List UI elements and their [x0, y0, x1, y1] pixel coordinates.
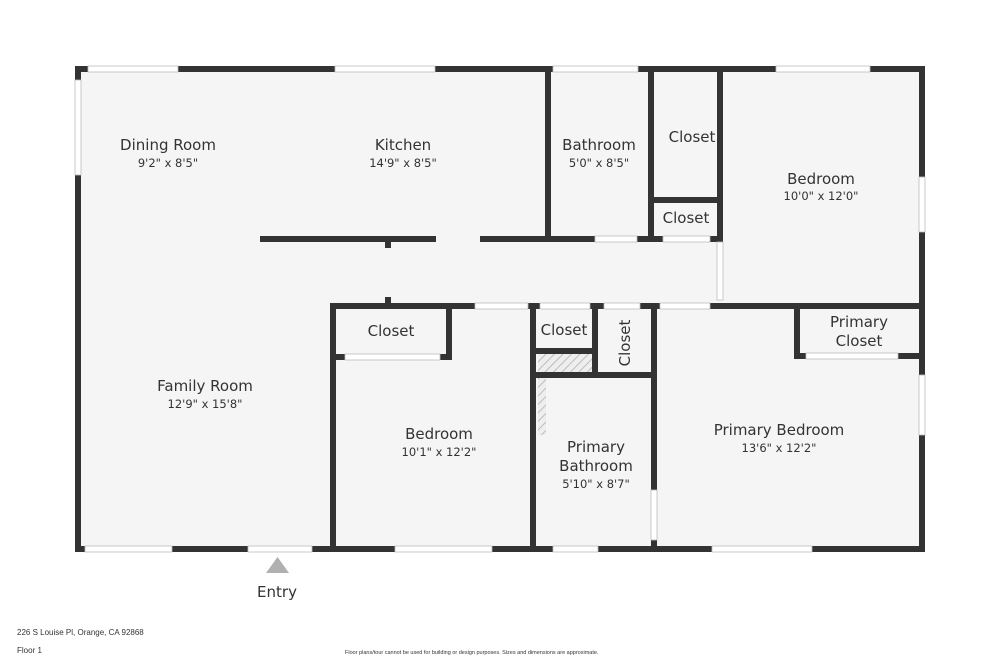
- window-or-door-opening: [662, 235, 711, 243]
- hatched-area: [538, 354, 592, 372]
- wall: [385, 242, 391, 248]
- room-dims-bedroom: 10'0" x 12'0": [784, 189, 859, 203]
- window-or-door-opening: [74, 79, 82, 176]
- window-or-door-opening: [603, 302, 641, 310]
- room-name-closet: Closet: [663, 209, 710, 227]
- wall: [592, 303, 598, 378]
- window-or-door-opening: [552, 65, 639, 73]
- room-dims-bedroom-2: 10'1" x 12'2": [402, 445, 477, 459]
- window-or-door-opening: [918, 374, 926, 436]
- window-or-door-opening: [552, 545, 599, 553]
- window-or-door-opening: [344, 353, 441, 361]
- window-or-door-opening: [87, 65, 179, 73]
- wall: [385, 297, 391, 303]
- wall: [336, 354, 345, 360]
- wall: [648, 197, 722, 203]
- entry-arrow-icon: [266, 557, 289, 573]
- window-or-door-opening: [659, 302, 711, 310]
- windows: [74, 65, 926, 553]
- room-name-bedroom: Bedroom: [787, 170, 855, 188]
- room-name-primary-closet: Primary: [830, 313, 888, 331]
- wall: [717, 66, 723, 242]
- hatched-area: [538, 378, 546, 435]
- wall: [75, 66, 925, 72]
- room-name-primary-closet: Closet: [836, 332, 883, 350]
- wall: [330, 303, 475, 309]
- walls: [75, 66, 925, 552]
- room-name-closet: Closet: [669, 128, 716, 146]
- window-or-door-opening: [84, 545, 173, 553]
- wall: [260, 236, 436, 242]
- address: 226 S Louise Pl, Orange, CA 92868: [17, 628, 144, 637]
- wall: [330, 303, 336, 552]
- room-dims-primary-bathroom: 5'10" x 8'7": [562, 477, 630, 491]
- wall: [710, 303, 925, 309]
- wall: [794, 309, 800, 359]
- room-dims-kitchen: 14'9" x 8'5": [369, 156, 437, 170]
- window-or-door-opening: [474, 302, 529, 310]
- window-or-door-opening: [805, 352, 899, 360]
- room-name-primary-bathroom: Bathroom: [559, 457, 633, 475]
- window-or-door-opening: [716, 241, 724, 301]
- window-or-door-opening: [711, 545, 813, 553]
- wall: [536, 372, 654, 378]
- room-name-primary-bathroom: Primary: [567, 438, 625, 456]
- wall: [651, 540, 657, 552]
- room-name-bathroom: Bathroom: [562, 136, 636, 154]
- window-or-door-opening: [247, 545, 313, 553]
- wall: [545, 66, 551, 242]
- window-or-door-opening: [775, 65, 871, 73]
- wall: [480, 236, 595, 242]
- room-dims-family: 12'9" x 15'8": [168, 397, 243, 411]
- wall: [640, 303, 660, 309]
- wall: [651, 303, 657, 490]
- wall: [648, 66, 654, 242]
- wall: [710, 236, 720, 242]
- wall: [440, 354, 452, 360]
- room-name-dining: Dining Room: [120, 136, 216, 154]
- room-name-closet: Closet: [368, 322, 415, 340]
- room-name-bedroom-2: Bedroom: [405, 425, 473, 443]
- disclaimer: Floor plans/tour cannot be used for buil…: [345, 650, 599, 656]
- room-name-primary-bedroom: Primary Bedroom: [714, 421, 845, 439]
- room-dims-bathroom: 5'0" x 8'5": [569, 156, 629, 170]
- window-or-door-opening: [650, 489, 658, 541]
- room-name-kitchen: Kitchen: [375, 136, 431, 154]
- window-or-door-opening: [334, 65, 436, 73]
- window-or-door-opening: [594, 235, 638, 243]
- wall: [530, 303, 536, 552]
- wall: [75, 66, 81, 552]
- wall: [898, 353, 925, 359]
- room-dims-primary-bedroom: 13'6" x 12'2": [742, 441, 817, 455]
- room-name-family: Family Room: [157, 377, 253, 395]
- room-name-closet: Closet: [616, 320, 634, 367]
- wall: [75, 546, 925, 552]
- entry-label: Entry: [257, 583, 297, 601]
- wall: [536, 348, 598, 354]
- window-or-door-opening: [539, 302, 591, 310]
- room-name-closet: Closet: [541, 321, 588, 339]
- window-or-door-opening: [918, 176, 926, 233]
- wall: [794, 353, 806, 359]
- window-or-door-opening: [394, 545, 493, 553]
- floor-label: Floor 1: [17, 646, 42, 655]
- room-dims-dining: 9'2" x 8'5": [138, 156, 198, 170]
- wall: [446, 309, 452, 360]
